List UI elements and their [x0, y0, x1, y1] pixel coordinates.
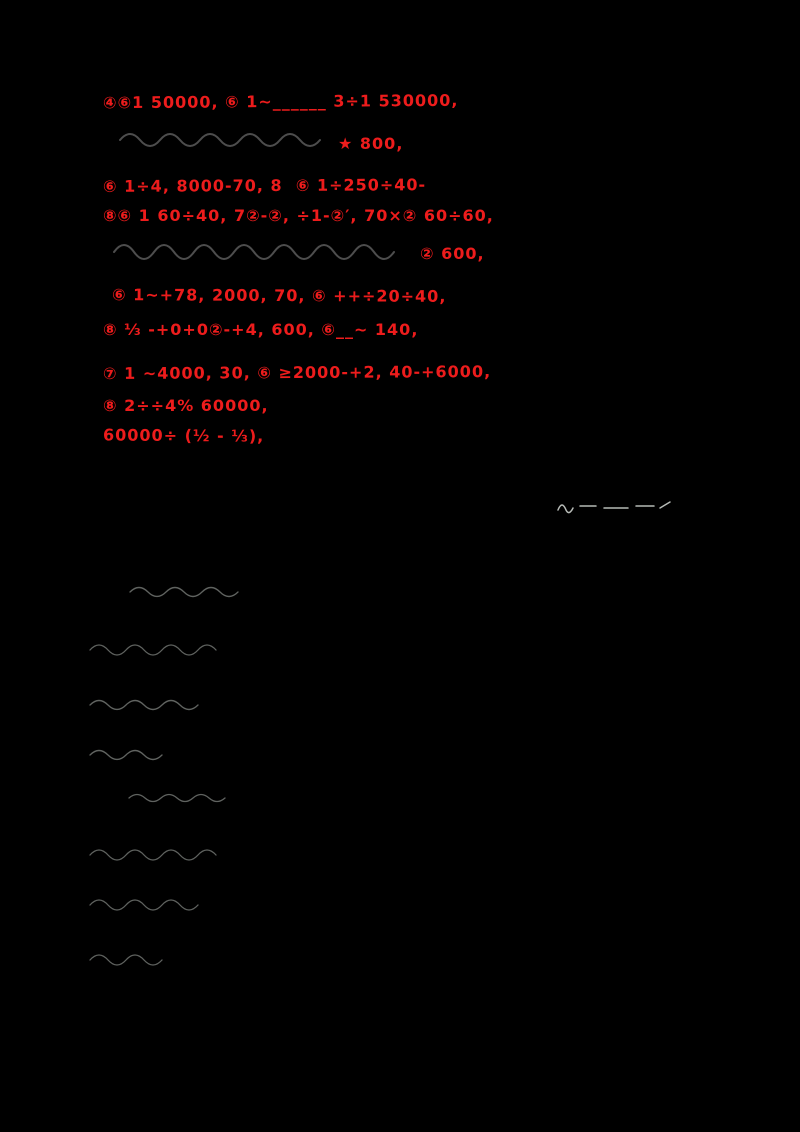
handwriting-scribble-1	[89, 644, 217, 656]
handwriting-scribble-6	[89, 899, 199, 911]
red-ink-line-5: ② 600,	[420, 244, 485, 263]
handwriting-scribble-5	[89, 849, 217, 861]
red-ink-line-10: 60000÷ (½ - ⅓),	[102, 425, 265, 446]
red-ink-line-9: ⑧ 2÷÷4% 60000,	[103, 396, 269, 415]
handwriting-scribble-dark-1	[119, 133, 321, 147]
red-ink-line-1: ④⑥1 50000, ⑥ 1~______ 3÷1 530000,	[102, 90, 459, 113]
handwriting-scribble-heading	[129, 586, 239, 598]
red-ink-line-8: ⑦ 1 ~4000, 30, ⑥ ≥2000-+2, 40-+6000,	[102, 361, 492, 384]
red-ink-line-4: ⑧⑥ 1 60÷40, 7②-②, ÷1-②′, 70×② 60÷60,	[103, 206, 494, 225]
handwriting-scribble-dark-2	[113, 244, 395, 260]
handwriting-scribble-7	[89, 954, 163, 966]
red-ink-line-3: ⑥ 1÷4, 8000-70, 8 ⑥ 1÷250÷40-	[102, 175, 427, 196]
handwriting-scribble-3	[89, 749, 163, 761]
handwriting-scribble-4	[128, 793, 226, 803]
red-star-mark-line: ★ 800,	[338, 134, 404, 153]
red-ink-line-7: ⑧ ⅓ -+0+0②-+4, 600, ⑥__~ 140,	[103, 320, 419, 339]
signature-scribble	[557, 501, 671, 514]
handwriting-scribble-2	[89, 699, 199, 711]
red-ink-line-6: ⑥ 1~+78, 2000, 70, ⑥ ++÷20÷40,	[111, 285, 447, 306]
